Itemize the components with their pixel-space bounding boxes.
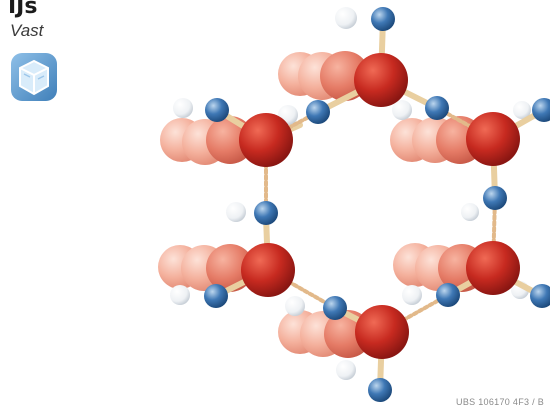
image-credit: UBS 106170 4F3 / B (456, 397, 544, 407)
state-label: Vast (10, 21, 44, 40)
faded-back-atoms (158, 51, 486, 358)
page-title: IJs (8, 0, 38, 19)
hydrogen-atoms (204, 7, 550, 402)
oxygen-atoms (239, 53, 520, 359)
ice-cube-icon (11, 53, 57, 101)
faded-hydrogens (170, 7, 531, 380)
